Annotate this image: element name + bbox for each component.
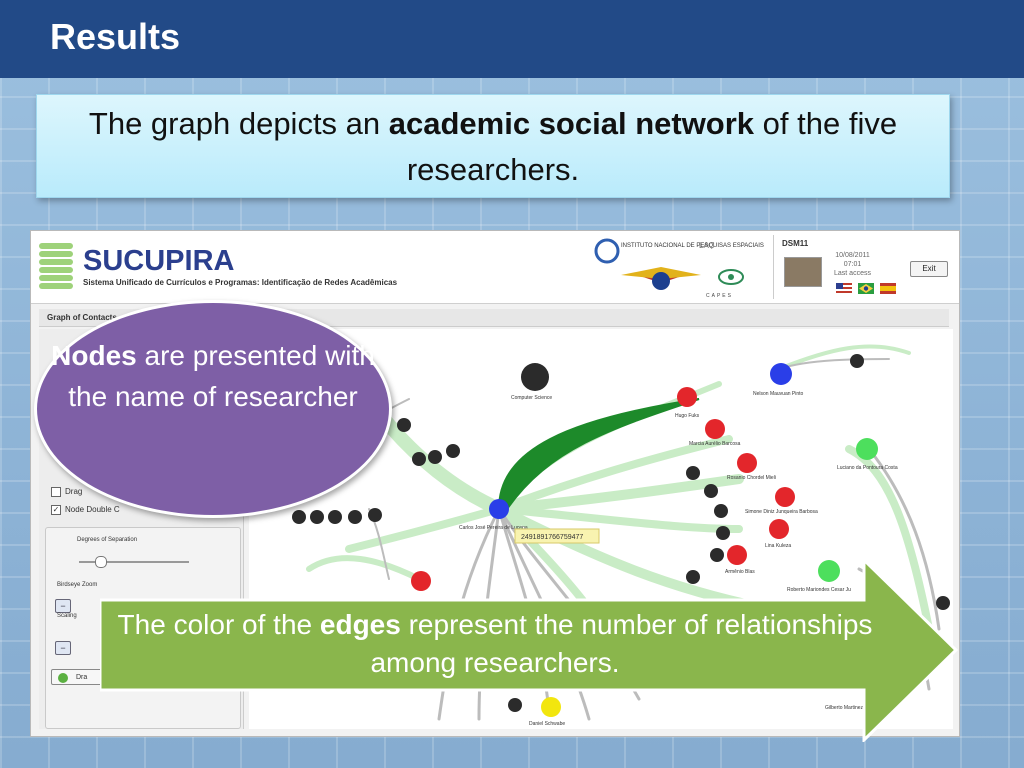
scaling-label: Scaling [57, 613, 77, 619]
edges-callout-arrow [100, 558, 959, 742]
graph-node-black[interactable] [328, 510, 342, 524]
sucupira-logo-icon [39, 241, 73, 293]
callout-text-post: of the five researchers. [406, 106, 898, 187]
graph-node-luciano[interactable] [856, 438, 878, 460]
graph-node-armenio[interactable] [727, 545, 747, 565]
graph-node-rosanio[interactable] [737, 453, 757, 473]
node-label: Marcia Aurélio Barcosa [689, 441, 741, 447]
node-label: Roberto Mariondes Cesar Ju [787, 587, 851, 593]
strong-edge [497, 398, 700, 510]
app-header: SUCUPIRA Sistema Unificado de Currículos… [31, 231, 959, 304]
node-label: Nelson Mauvuan Pinto [753, 391, 804, 397]
graph-node-black[interactable] [292, 510, 306, 524]
node-label: Gilberto Martinez Bruno [825, 705, 878, 711]
node-double-click-checkbox[interactable]: ✓Node Double C [51, 505, 120, 515]
graph-node-black[interactable] [446, 444, 460, 458]
slide-title: Results [50, 16, 181, 57]
graph-node-simone[interactable] [775, 487, 795, 507]
arrow-text-post: represent the number of relationships am… [370, 609, 873, 678]
graph-node-black[interactable] [368, 508, 382, 522]
degrees-slider[interactable] [79, 561, 189, 563]
graph-node-black[interactable] [710, 548, 724, 562]
checkbox-unchecked-icon [51, 487, 61, 497]
app-brand: SUCUPIRA [83, 245, 235, 277]
app-subtitle: Sistema Unificado de Currículos e Progra… [83, 278, 398, 287]
institution-logos: INSTITUTO NACIONAL DE PESQUISAS ESPACIAI… [591, 237, 771, 299]
edge-tooltip-box [514, 528, 600, 544]
graph-node-black[interactable] [428, 450, 442, 464]
birdseye-zoom-label: Birdseye Zoom [57, 582, 98, 588]
user-box: DSM11 10/08/2011 07:01 Last access Exit [773, 235, 954, 299]
us-flag-icon[interactable] [836, 283, 852, 294]
graph-node-carlos[interactable] [489, 499, 509, 519]
intro-callout: The graph depicts an academic social net… [36, 94, 950, 198]
graph-node-black[interactable] [716, 526, 730, 540]
graph-node-black[interactable] [686, 570, 700, 584]
user-avatar [784, 257, 822, 287]
zoom-minus-button[interactable]: − [55, 599, 71, 613]
institute-name: INSTITUTO NACIONAL DE PESQUISAS ESPACIAI… [621, 243, 764, 249]
slide-title-bar: Results [0, 0, 1024, 78]
ellipse-text-rest: are presented with the name of researche… [68, 340, 375, 412]
arrow-text-bold: edges [319, 609, 401, 640]
spain-flag-icon[interactable] [880, 283, 896, 294]
drag-checkbox[interactable]: Drag [51, 487, 82, 497]
degrees-label: Degrees of Separation [77, 537, 138, 543]
node-label: Hugo Fuks [675, 413, 700, 419]
graph-node-red-left[interactable] [411, 571, 431, 591]
brazil-flag-icon[interactable] [858, 283, 874, 294]
ellipse-text-bold: Nodes [51, 340, 137, 371]
degrees-slider-handle[interactable] [95, 556, 107, 568]
last-access-label: Last access [834, 270, 871, 277]
node-label: Rosanio Chordel Mieli [727, 475, 776, 481]
graph-node-marcia[interactable] [705, 419, 725, 439]
session-date: 10/08/2011 [835, 252, 870, 259]
user-name: DSM11 [782, 239, 809, 248]
checkbox-checked-icon: ✓ [51, 505, 61, 515]
callout-text-pre: The graph depicts an [88, 106, 389, 141]
graph-node-hugo[interactable] [677, 387, 697, 407]
inpe-logo-icon [594, 238, 744, 290]
network-graph: Computer Science Nelson Mauvuan Pinto Hu… [292, 332, 950, 727]
node-label: Lina Kuleza [765, 543, 791, 549]
graph-node-lina[interactable] [769, 519, 789, 539]
session-time: 07:01 [843, 261, 862, 268]
graph-node-black[interactable] [397, 418, 411, 432]
node-label: Simone Diniz Junqueira Barbosa [745, 509, 818, 515]
node-label: Luciano da Pontoura Costa [837, 465, 898, 471]
graph-node-black[interactable] [936, 596, 950, 610]
lac-label: LAC [699, 241, 715, 250]
arrow-text-pre: The color of the [117, 609, 320, 640]
graph-node-black[interactable] [412, 452, 426, 466]
capes-label: CAPES [706, 293, 733, 299]
graph-node-nelson[interactable] [770, 363, 792, 385]
graph-node-roberto[interactable] [818, 560, 840, 582]
exit-button[interactable]: Exit [910, 261, 948, 277]
graph-node-black[interactable] [508, 698, 522, 712]
edge-tooltip-text: 2491891766759477 [521, 534, 583, 541]
graph-node-black[interactable] [310, 510, 324, 524]
user-session-info: 10/08/2011 07:01 Last access [834, 251, 871, 278]
arrow-text: The color of the edges represent the num… [100, 606, 890, 682]
graph-node-black[interactable] [686, 466, 700, 480]
graph-node-computer-science[interactable] [521, 363, 549, 391]
graph-node-black[interactable] [714, 504, 728, 518]
graph-node-daniel[interactable] [541, 697, 561, 717]
graph-nodes [292, 354, 950, 717]
scaling-minus-button[interactable]: − [55, 641, 71, 655]
nodes-callout-ellipse: Nodes are presented with the name of res… [34, 300, 392, 518]
node-label: Carlos José Pereira de Lucena [459, 525, 528, 531]
graph-node-black[interactable] [704, 484, 718, 498]
node-label: Computer Science [511, 395, 552, 401]
node-label: Armênio Blas [725, 569, 755, 575]
callout-text-bold: academic social network [388, 106, 755, 141]
graph-node-black[interactable] [348, 510, 362, 524]
node-label: Daniel Schwabe [529, 721, 565, 727]
graph-node-black[interactable] [850, 354, 864, 368]
